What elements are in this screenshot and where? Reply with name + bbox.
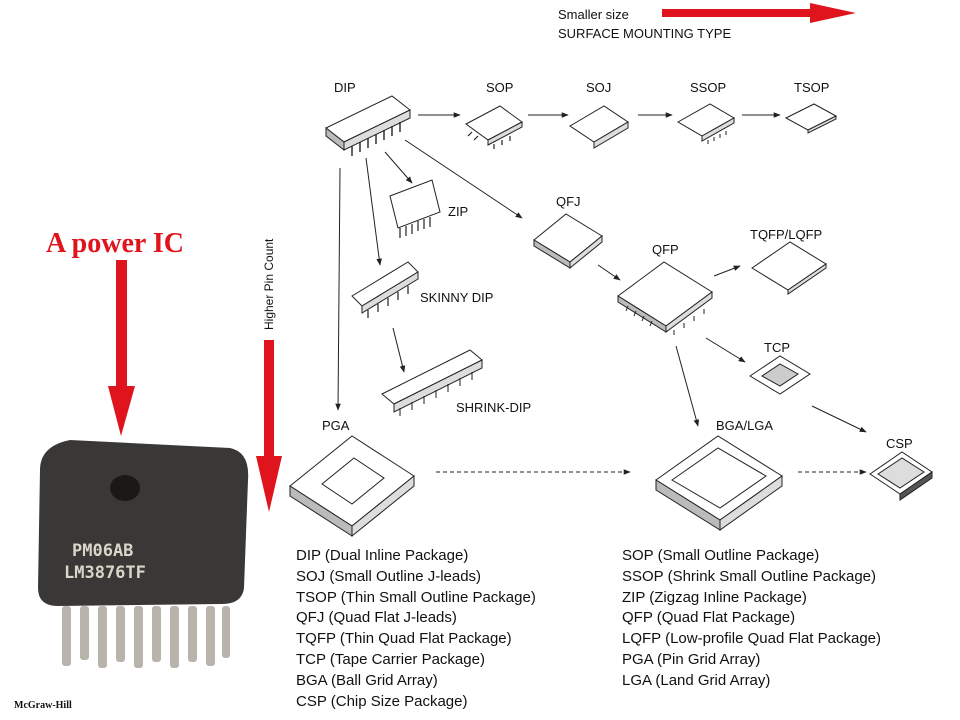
legend-left-item: CSP (Chip Size Package) [296, 692, 468, 710]
csp-package-illustration [869, 451, 933, 501]
red-arrow-right [662, 3, 856, 23]
qfp-package-illustration [617, 261, 713, 335]
legend-right-item: SOP (Small Outline Package) [622, 547, 820, 564]
soj-package-illustration [569, 105, 629, 149]
chip-marking-line1: PM06AB [72, 541, 133, 561]
legend-left-item: TCP (Tape Carrier Package) [296, 650, 485, 668]
label-dip: DIP [334, 80, 356, 95]
header-smaller-size: Smaller size [558, 7, 629, 22]
label-tcp: TCP [764, 340, 790, 355]
label-qfj: QFJ [556, 194, 581, 209]
label-tqfp-lqfp: TQFP/LQFP [750, 227, 823, 242]
legend-left-item: QFJ (Quad Flat J-leads) [296, 609, 457, 627]
power-ic-callout: A power IC [46, 228, 184, 259]
bga-package-illustration [655, 435, 783, 531]
label-tsop: TSOP [794, 80, 830, 95]
label-soj: SOJ [586, 80, 612, 95]
legend-left-item: DIP (Dual Inline Package) [296, 547, 469, 564]
sop-package-illustration [465, 105, 523, 149]
label-sop: SOP [486, 80, 514, 95]
label-bga-lga: BGA/LGA [716, 418, 774, 433]
connector-arrows [335, 112, 867, 475]
legend-left-item: TSOP (Thin Small Outline Package) [296, 588, 536, 606]
chip-marking-line2: LM3876TF [64, 563, 146, 583]
tcp-package-illustration [749, 355, 811, 395]
legend-left-item: BGA (Ball Grid Array) [296, 671, 438, 689]
legend-right-item: LQFP (Low-profile Quad Flat Package) [622, 630, 882, 648]
shrink-dip-package-illustration [381, 349, 483, 416]
ssop-package-illustration [676, 103, 736, 144]
publisher-credit: McGraw-Hill [14, 700, 72, 711]
label-csp: CSP [886, 436, 913, 451]
legend-right-item: ZIP (Zigzag Inline Package) [622, 588, 807, 606]
legend-right-item: LGA (Land Grid Array) [622, 671, 771, 689]
skinny-dip-package-illustration [351, 261, 419, 318]
tqfp-package-illustration [751, 241, 827, 295]
pga-package-illustration [289, 435, 415, 538]
qfj-package-illustration [533, 213, 603, 270]
legend-left-item: TQFP (Thin Quad Flat Package) [296, 630, 512, 648]
legend-left: DIP (Dual Inline Package) SOJ (Small Out… [296, 546, 536, 712]
dip-package-illustration [325, 95, 411, 156]
label-skinny-dip: SKINNY DIP [420, 290, 494, 305]
legend-right-item: PGA (Pin Grid Array) [622, 650, 761, 668]
label-pga: PGA [322, 418, 350, 433]
label-zip: ZIP [448, 204, 469, 219]
higher-pin-count-label: Higher Pin Count [262, 238, 276, 330]
header-surface-mounting: SURFACE MOUNTING TYPE [558, 26, 732, 41]
label-qfp: QFP [652, 242, 679, 257]
legend-right: SOP (Small Outline Package) SSOP (Shrink… [622, 546, 881, 692]
zip-package-illustration [389, 179, 441, 238]
label-ssop: SSOP [690, 80, 727, 95]
red-arrow-down-pincount [256, 340, 282, 512]
legend-right-item: SSOP (Shrink Small Outline Package) [622, 567, 876, 585]
power-ic-photo: PM06AB LM3876TF [38, 440, 249, 668]
legend-left-item: SOJ (Small Outline J-leads) [296, 567, 482, 585]
label-shrink-dip: SHRINK-DIP [456, 400, 532, 415]
legend-right-item: QFP (Quad Flat Package) [622, 609, 796, 627]
tsop-package-illustration [784, 103, 838, 134]
red-arrow-down-power-ic [108, 260, 135, 436]
